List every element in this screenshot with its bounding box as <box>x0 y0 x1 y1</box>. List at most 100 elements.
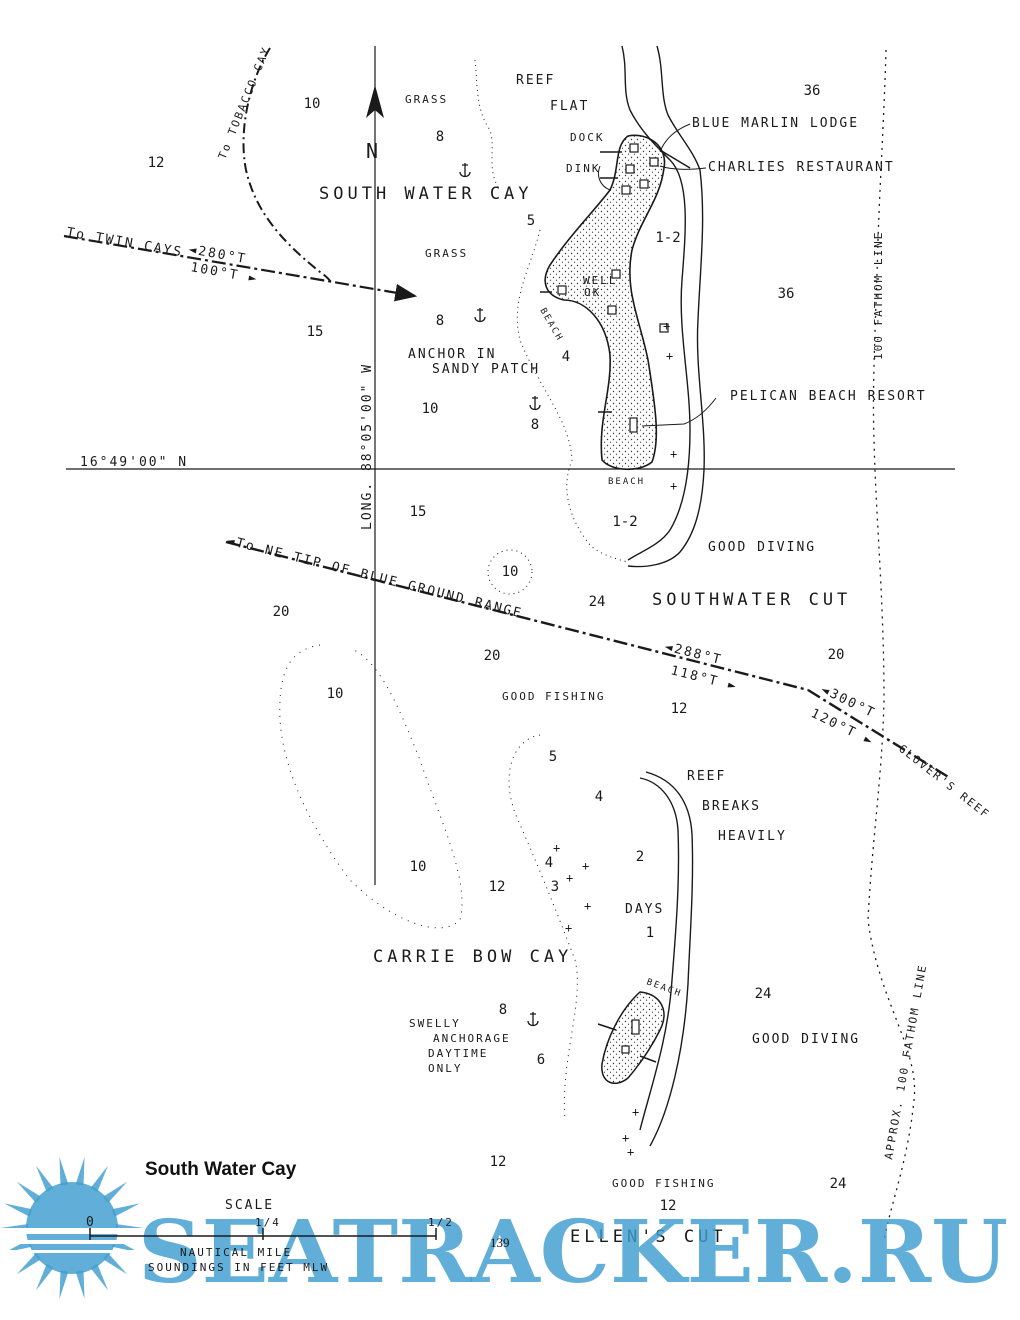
sand-patch-carrie <box>508 734 578 1121</box>
sun-ray <box>4 1203 33 1217</box>
south-water-cay-island <box>544 134 666 471</box>
scale-quarter: 1/4 <box>255 1216 281 1229</box>
label-dock: DOCK <box>570 131 605 144</box>
sun-ray <box>103 1253 128 1275</box>
sounding-depth: 1-2 <box>612 514 637 530</box>
label-blue-marlin-lodge: BLUE MARLIN LODGE <box>692 116 859 131</box>
label-fathom-line-bottom: APPROX. 100 FATHOM LINE <box>882 963 929 1161</box>
sounding-depth: 4 <box>545 855 553 871</box>
sun-ray <box>59 1270 69 1299</box>
reef-outline-east-1 <box>621 45 691 561</box>
carrie-reef-1 <box>639 777 680 1131</box>
reef-outline-east-2 <box>627 45 705 568</box>
label-reef: REEF <box>516 73 555 88</box>
svg-text:+: + <box>670 479 677 493</box>
watermark-text: SEATRACKER.RU <box>138 1202 1008 1303</box>
label-south-water-cay: SOUTH WATER CAY <box>319 184 533 204</box>
sun-ray <box>90 1165 108 1193</box>
anchor-icon <box>459 163 541 1027</box>
sun-ray <box>75 1270 85 1299</box>
label-days: DAYS <box>625 902 664 917</box>
label-pelican-beach-resort: PELICAN BEACH RESORT <box>730 389 927 404</box>
carrie-bow-cay-island <box>601 991 665 1084</box>
svg-text:+: + <box>663 319 670 333</box>
label-grass-mid: GRASS <box>425 247 468 260</box>
sounding-depth: 20 <box>273 604 290 620</box>
sounding-depth: 8 <box>531 417 539 433</box>
label-dink: DINK <box>566 162 601 175</box>
svg-text:+: + <box>627 1145 634 1159</box>
sounding-depth: 20 <box>484 648 501 664</box>
sounding-depth: 10 <box>410 859 427 875</box>
sounding-depth: 36 <box>804 83 821 99</box>
svg-text:+: + <box>670 447 677 461</box>
page-number: 139 <box>490 1235 510 1250</box>
scale-half: 1/2 <box>428 1216 454 1229</box>
sun-ray <box>111 1203 140 1217</box>
sun-ray <box>16 1253 41 1275</box>
carrie-reef-2 <box>645 771 694 1147</box>
label-to-twin-cays: To TWIN CAYS <box>65 225 184 260</box>
scale-bar <box>89 1228 437 1240</box>
sounding-depth: 8 <box>499 1002 507 1018</box>
label-beach-west: BEACH <box>537 307 564 344</box>
sounding-depth: 1-2 <box>655 230 680 246</box>
sounding-depth: 3 <box>551 879 559 895</box>
svg-text:+: + <box>584 899 591 913</box>
sounding-depth: 36 <box>778 286 795 302</box>
watermark: SEATRACKER.RU <box>0 1157 1008 1303</box>
route-blue-ground <box>225 540 809 692</box>
sounding-depth: 4 <box>595 789 603 805</box>
label-good-fishing-bottom: GOOD FISHING <box>612 1177 715 1190</box>
label-bearing-118: 118°T ► <box>669 663 739 694</box>
sounding-depth: 2 <box>636 849 644 865</box>
label-long-line: LONG. 88°05'00" W <box>360 363 375 530</box>
label-reef-breaks-1: REEF <box>687 769 726 784</box>
sand-patch-circle <box>487 549 533 595</box>
sun-ray <box>36 1263 54 1291</box>
sounding-depth: 1 <box>646 925 654 941</box>
svg-text:+: + <box>632 1105 639 1119</box>
sounding-depth: 15 <box>410 504 427 520</box>
sounding-depth: 20 <box>828 647 845 663</box>
sun-logo-icon <box>0 1157 150 1299</box>
label-good-diving-bottom: GOOD DIVING <box>752 1032 860 1047</box>
svg-text:+: + <box>582 859 589 873</box>
coral-heads: ++ ++ ++ ++ ++ ++ <box>553 319 677 1159</box>
label-swelly-2: ANCHORAGE <box>433 1032 511 1045</box>
sounding-depth: 12 <box>490 1154 507 1170</box>
sounding-depth: 24 <box>830 1176 847 1192</box>
sounding-depth: 5 <box>527 213 535 229</box>
sounding-depth: 24 <box>589 594 606 610</box>
label-anchor-in: ANCHOR IN <box>408 347 496 362</box>
figure-title: South Water Cay <box>145 1159 297 1180</box>
sounding-depth: 4 <box>562 349 570 365</box>
route-twin-cays <box>63 234 418 302</box>
label-southwater-cut: SOUTHWATER CUT <box>652 590 851 610</box>
sand-patch-2 <box>516 229 629 563</box>
label-reef-breaks-3: HEAVILY <box>718 829 787 844</box>
nautical-mile: NAUTICAL MILE <box>180 1246 292 1259</box>
scale-zero: 0 <box>86 1215 96 1230</box>
docks-carrie-bow <box>597 1023 657 1063</box>
sun-ray <box>36 1165 54 1193</box>
svg-text:+: + <box>553 841 560 855</box>
sounding-depth: 12 <box>671 701 688 717</box>
svg-text:+: + <box>565 921 572 935</box>
label-lat-line: 16°49'00" N <box>80 455 188 470</box>
buildings-carrie-bow <box>621 1019 640 1054</box>
label-good-fishing-mid: GOOD FISHING <box>502 690 605 703</box>
sun-ray <box>75 1157 85 1186</box>
svg-text:+: + <box>666 349 673 363</box>
label-grass-top: GRASS <box>405 93 448 106</box>
sounding-depth: 10 <box>304 96 321 112</box>
leader-lines <box>597 123 717 427</box>
sand-patch-west <box>279 644 463 929</box>
sounding-depth: 15 <box>307 324 324 340</box>
sounding-depth: 12 <box>660 1198 677 1214</box>
label-charlies-restaurant: CHARLIES RESTAURANT <box>708 160 895 175</box>
sounding-depth: 10 <box>422 401 439 417</box>
svg-text:+: + <box>622 1131 629 1145</box>
